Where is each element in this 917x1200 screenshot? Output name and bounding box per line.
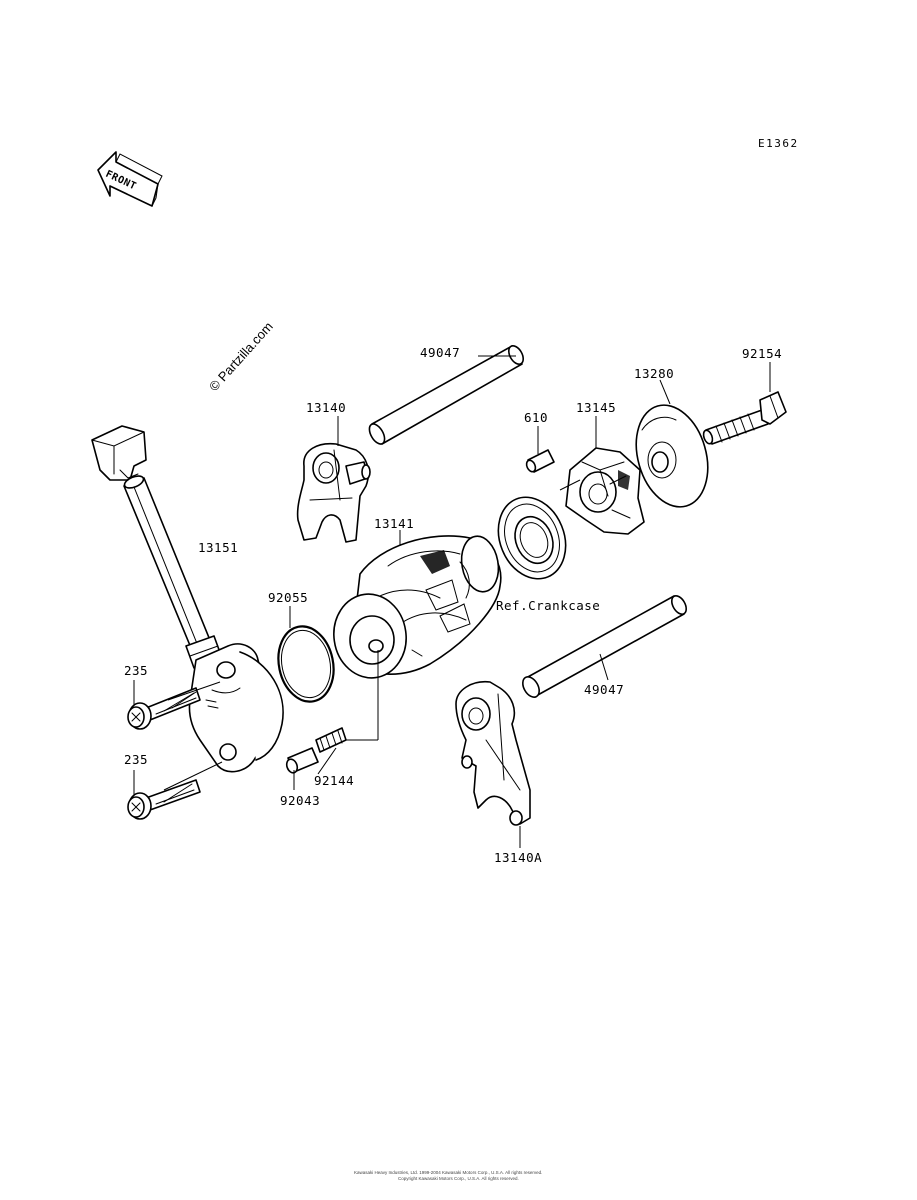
callout-49047-upper: 49047 bbox=[420, 345, 460, 360]
callout-13151: 13151 bbox=[198, 540, 238, 555]
bolt-235-lower[interactable] bbox=[127, 779, 201, 820]
bolt-92154[interactable] bbox=[702, 391, 787, 445]
callout-92144: 92144 bbox=[314, 773, 354, 788]
spring-92144[interactable] bbox=[315, 727, 347, 753]
bolt-235-upper[interactable] bbox=[127, 687, 201, 730]
shift-rod-49047-lower[interactable] bbox=[519, 593, 689, 700]
pin-92043[interactable] bbox=[285, 747, 319, 774]
shift-cam-13145[interactable] bbox=[565, 447, 645, 535]
plate-13280[interactable] bbox=[625, 397, 719, 516]
callout-235-lower: 235 bbox=[124, 752, 148, 767]
footer-copyright-1: Kawasaki Heavy Industries, Ltd. 1999-200… bbox=[354, 1170, 542, 1175]
front-arrow-icon: FRONT bbox=[97, 151, 163, 207]
o-ring-92055[interactable] bbox=[272, 621, 341, 707]
shift-shaft-13151[interactable] bbox=[91, 425, 284, 773]
reference-note: Ref.Crankcase bbox=[496, 598, 600, 613]
watermark: © Partzilla.com bbox=[206, 319, 276, 394]
callout-92154: 92154 bbox=[742, 346, 782, 361]
callout-13145: 13145 bbox=[576, 400, 616, 415]
callout-13140: 13140 bbox=[306, 400, 346, 415]
dowel-pin-610[interactable] bbox=[525, 449, 555, 473]
leader-lines bbox=[133, 355, 771, 848]
diagram-code: E1362 bbox=[758, 137, 799, 150]
callout-610: 610 bbox=[524, 410, 548, 425]
shift-rod-49047-upper[interactable] bbox=[366, 343, 526, 446]
callout-labels: 49047 92154 13280 13140 610 13145 13141 … bbox=[124, 345, 782, 865]
bearing-ref-crankcase[interactable] bbox=[487, 487, 578, 589]
shift-fork-13140[interactable] bbox=[296, 442, 371, 543]
callout-13140A: 13140A bbox=[494, 850, 542, 865]
callout-13141: 13141 bbox=[374, 516, 414, 531]
callout-92043: 92043 bbox=[280, 793, 320, 808]
callout-235-upper: 235 bbox=[124, 663, 148, 678]
footer-copyright-2: Copyright Kawasaki Motors Corp., U.S.A. … bbox=[398, 1176, 519, 1181]
callout-92055: 92055 bbox=[268, 590, 308, 605]
callout-13280: 13280 bbox=[634, 366, 674, 381]
callout-49047-lower: 49047 bbox=[584, 682, 624, 697]
shift-fork-13140A[interactable] bbox=[455, 680, 531, 826]
shift-drum-13141[interactable] bbox=[329, 533, 503, 682]
